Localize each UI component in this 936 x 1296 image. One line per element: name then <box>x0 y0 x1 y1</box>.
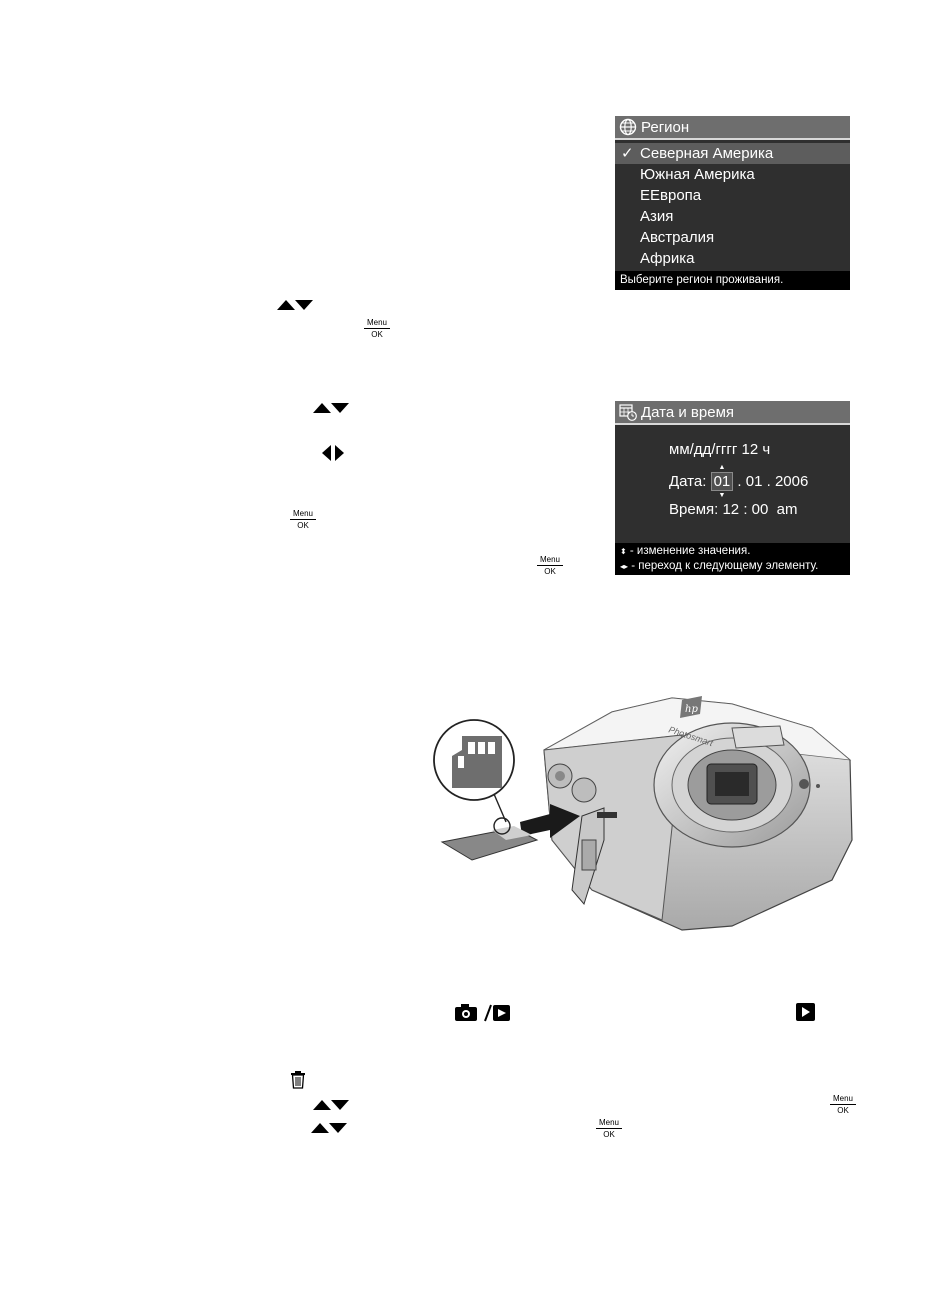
decrease-arrow-icon: ▼ <box>718 492 726 499</box>
up-down-small-icon: ⬍ <box>620 547 627 556</box>
menu-label: Menu <box>364 318 390 329</box>
hint-line-1: - изменение значения. <box>629 545 751 557</box>
menu-ok-button-icon: Menu OK <box>830 1094 856 1115</box>
datetime-titlebar: Дата и время <box>615 401 850 425</box>
region-item-australia[interactable]: Австралия <box>615 227 850 248</box>
region-item-label: Азия <box>640 208 674 225</box>
camera-playback-switch-icon <box>455 1004 510 1022</box>
ok-label: OK <box>603 1130 615 1139</box>
ok-label: OK <box>544 567 556 576</box>
menu-ok-button-icon: Menu OK <box>290 509 316 530</box>
left-right-small-icon: ◂▸ <box>620 562 629 571</box>
menu-label: Menu <box>596 1118 622 1129</box>
hint-change-value: ⬍ - изменение значения. <box>620 544 845 559</box>
hint-next-element: ◂▸ - переход к следующему элементу. <box>620 559 845 574</box>
date-month-field[interactable]: ▲ 01 ▼ <box>710 464 734 499</box>
ok-label: OK <box>371 330 383 339</box>
time-row: Время: 12 : 00 am <box>669 501 798 518</box>
menu-ok-button-icon: Menu OK <box>364 318 390 339</box>
datetime-screen: Дата и время мм/дд/гггг 12 ч Дата: ▲ 01 … <box>615 401 850 575</box>
up-down-arrows-icon <box>277 300 313 310</box>
region-screen: Регион ✓ Северная Америка Южная Америка … <box>615 116 850 290</box>
camera-memory-card-illustration: hp Photosmart <box>433 696 853 931</box>
region-item-asia[interactable]: Азия <box>615 206 850 227</box>
region-item-label: Африка <box>640 250 695 267</box>
menu-ok-button-icon: Menu OK <box>596 1118 622 1139</box>
menu-label: Menu <box>830 1094 856 1105</box>
up-down-arrows-icon <box>311 1123 347 1133</box>
date-month-value: 01 <box>713 473 731 490</box>
date-label: Дата: <box>669 473 707 490</box>
trash-icon <box>291 1071 305 1089</box>
region-item-north-america[interactable]: ✓ Северная Америка <box>615 143 850 164</box>
hp-logo: hp <box>685 704 698 715</box>
date-row: Дата: ▲ 01 ▼ . 01 . 2006 <box>669 464 809 499</box>
region-titlebar: Регион <box>615 116 850 140</box>
up-down-arrows-icon <box>313 403 349 413</box>
region-item-south-america[interactable]: Южная Америка <box>615 164 850 185</box>
menu-label: Menu <box>537 555 563 566</box>
ok-label: OK <box>837 1106 849 1115</box>
region-item-europe[interactable]: ЕЕвропа <box>615 185 850 206</box>
ok-label: OK <box>297 521 309 530</box>
left-right-arrows-icon <box>322 445 344 461</box>
menu-label: Menu <box>290 509 316 520</box>
region-item-label: Австралия <box>640 229 715 246</box>
region-item-label: ЕЕвропа <box>640 187 702 204</box>
date-format: мм/дд/гггг 12 ч <box>669 441 771 458</box>
region-title: Регион <box>641 118 690 136</box>
datetime-title: Дата и время <box>641 403 735 421</box>
calendar-clock-icon <box>619 404 637 421</box>
region-item-africa[interactable]: Африка <box>615 248 850 269</box>
increase-arrow-icon: ▲ <box>718 464 726 471</box>
globe-icon <box>619 118 637 136</box>
region-item-label: Южная Америка <box>640 166 755 183</box>
time-label: Время: <box>669 501 719 518</box>
region-item-label: Северная Америка <box>640 145 774 162</box>
up-down-arrows-icon <box>313 1100 349 1110</box>
playback-icon <box>796 1003 815 1021</box>
hint-line-2: - переход к следующему элементу. <box>631 560 819 572</box>
checkmark-icon: ✓ <box>621 145 634 162</box>
region-list: ✓ Северная Америка Южная Америка ЕЕвропа… <box>615 140 850 269</box>
time-value: 12 : 00 am <box>722 501 798 518</box>
region-hint: Выберите регион проживания. <box>615 271 850 290</box>
datetime-hint: ⬍ - изменение значения. ◂▸ - переход к с… <box>615 543 850 575</box>
menu-ok-button-icon: Menu OK <box>537 555 563 576</box>
date-rest-value: . 01 . 2006 <box>737 473 809 490</box>
